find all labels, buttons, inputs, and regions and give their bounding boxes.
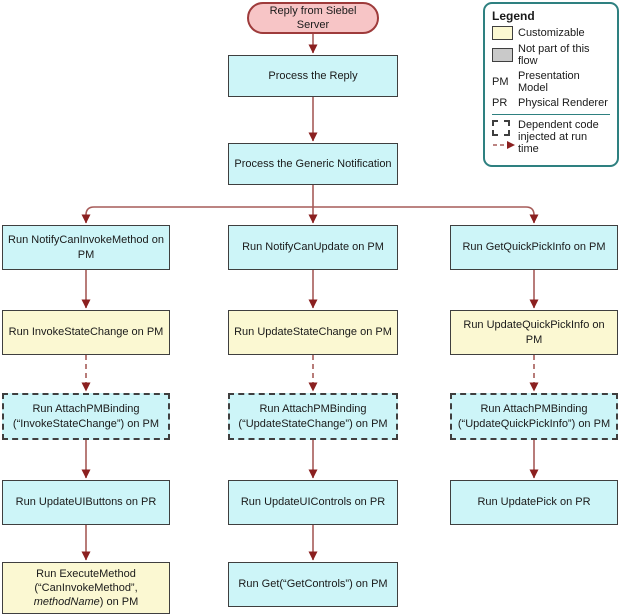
node-notify-can-invoke-method: Run NotifyCanInvokeMethod on PM bbox=[2, 225, 170, 270]
node-get-controls: Run Get(“GetControls”) on PM bbox=[228, 562, 398, 607]
node-update-state-change: Run UpdateStateChange on PM bbox=[228, 310, 398, 355]
node-notify-can-update: Run NotifyCanUpdate on PM bbox=[228, 225, 398, 270]
legend-key-pr: PR bbox=[492, 97, 508, 109]
legend-label: Dependent code injected at run time bbox=[518, 119, 599, 155]
node-attach-pm-binding-invoke: Run AttachPMBinding (“InvokeStateChange”… bbox=[2, 393, 170, 440]
node-invoke-state-change: Run InvokeStateChange on PM bbox=[2, 310, 170, 355]
legend: Legend Customizable Not part of this flo… bbox=[483, 2, 619, 167]
legend-item-pm: PM Presentation Model bbox=[492, 70, 610, 94]
execute-method-param: methodName bbox=[33, 596, 100, 609]
execute-method-line1: Run ExecuteMethod bbox=[36, 567, 136, 580]
legend-title: Legend bbox=[492, 9, 535, 23]
legend-label: Customizable bbox=[518, 27, 585, 39]
dashed-arrow-icon bbox=[493, 141, 515, 149]
legend-label: Physical Renderer bbox=[518, 97, 608, 109]
legend-item-not-part: Not part of this flow bbox=[492, 43, 610, 67]
legend-key-pm: PM bbox=[492, 76, 509, 88]
node-update-pick: Run UpdatePick on PR bbox=[450, 480, 618, 525]
start-node: Reply from Siebel Server bbox=[247, 2, 379, 34]
node-update-ui-buttons: Run UpdateUIButtons on PR bbox=[2, 480, 170, 525]
node-process-generic-notification: Process the Generic Notification bbox=[228, 143, 398, 185]
node-update-ui-controls: Run UpdateUIControls on PR bbox=[228, 480, 398, 525]
node-attach-pm-binding-quick-pick: Run AttachPMBinding (“UpdateQuickPickInf… bbox=[450, 393, 618, 440]
node-attach-pm-binding-update: Run AttachPMBinding (“UpdateStateChange”… bbox=[228, 393, 398, 440]
execute-method-suffix: ) on PM bbox=[99, 596, 139, 609]
node-execute-method: Run ExecuteMethod (“CanInvokeMethod”, me… bbox=[2, 562, 170, 614]
execute-method-line3: methodName) on PM bbox=[34, 595, 139, 609]
node-update-quick-pick-info: Run UpdateQuickPickInfo on PM bbox=[450, 310, 618, 355]
dashed-box-icon bbox=[492, 120, 510, 136]
customizable-swatch-icon bbox=[492, 26, 518, 40]
legend-item-dependent: Dependent code injected at run time bbox=[492, 119, 610, 155]
legend-divider bbox=[492, 114, 610, 115]
legend-item-customizable: Customizable bbox=[492, 26, 610, 40]
node-process-reply: Process the Reply bbox=[228, 55, 398, 97]
node-get-quick-pick-info: Run GetQuickPickInfo on PM bbox=[450, 225, 618, 270]
execute-method-line2: (“CanInvokeMethod”, bbox=[34, 581, 138, 594]
not-part-swatch-icon bbox=[492, 48, 518, 62]
legend-label: Not part of this flow bbox=[518, 43, 590, 67]
legend-item-pr: PR Physical Renderer bbox=[492, 97, 610, 109]
legend-label: Presentation Model bbox=[518, 70, 580, 94]
dependent-code-icons bbox=[492, 119, 518, 150]
